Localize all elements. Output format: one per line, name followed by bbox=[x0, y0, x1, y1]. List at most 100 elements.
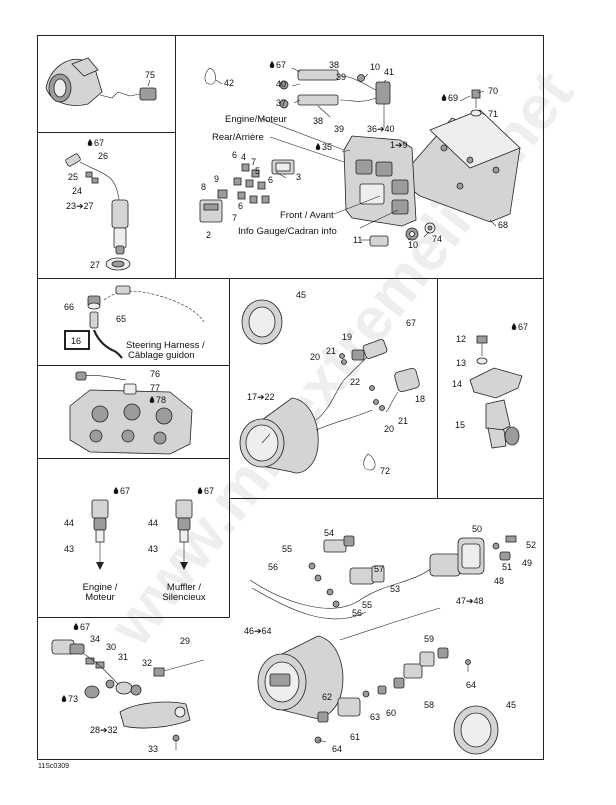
callout-c41: 41 bbox=[384, 67, 394, 77]
callout-c40a: 40 bbox=[276, 79, 286, 89]
callout-number: 64 bbox=[466, 680, 476, 690]
callout-c67b: 67 bbox=[87, 138, 104, 148]
label-rear-arriere: Rear/Arrière bbox=[212, 132, 264, 143]
oil-drop-icon bbox=[197, 487, 203, 494]
callout-c1_9: 1➔9 bbox=[390, 140, 408, 150]
figure-code: 11Sc0309 bbox=[38, 763, 69, 770]
callout-c17_22: 17➔22 bbox=[247, 392, 275, 402]
callout-number: 67 bbox=[80, 622, 90, 632]
callout-number: 29 bbox=[180, 636, 190, 646]
callout-c50: 50 bbox=[472, 524, 482, 534]
callout-c61: 61 bbox=[350, 732, 360, 742]
callout-number: 20 bbox=[310, 352, 320, 362]
fuses-and-relays-2-9-illustration bbox=[199, 159, 295, 223]
panel2-leaders bbox=[259, 67, 497, 241]
label-info-gauge: Info Gauge/Cadran info bbox=[238, 226, 337, 237]
callout-number: 44 bbox=[148, 518, 158, 528]
callout-c13: 13 bbox=[456, 358, 466, 368]
callout-c44a: 44 bbox=[64, 518, 74, 528]
callout-c77: 77 bbox=[150, 383, 160, 393]
callout-number: 21 bbox=[326, 346, 336, 356]
label-engine-1: Engine / bbox=[83, 582, 118, 593]
gauge-46-64-illustration bbox=[249, 559, 441, 719]
callout-c67c: 67 bbox=[406, 318, 416, 328]
callout-number: 64 bbox=[332, 744, 342, 754]
callout-number: 31 bbox=[118, 652, 128, 662]
oil-drop-icon bbox=[269, 61, 275, 68]
callout-c23_27: 23➔27 bbox=[66, 201, 94, 211]
callout-number: 10 bbox=[370, 62, 380, 72]
bezel-45-bottom-illustration bbox=[453, 705, 499, 755]
callout-c53: 53 bbox=[390, 584, 400, 594]
gauge-17-22-illustration bbox=[239, 355, 373, 474]
callout-number: 71 bbox=[488, 109, 498, 119]
callout-number: 45 bbox=[296, 290, 306, 300]
callout-c21b: 21 bbox=[398, 416, 408, 426]
connectors-58-63-illustration bbox=[314, 647, 471, 744]
callout-number: 8 bbox=[201, 182, 206, 192]
callout-c26: 26 bbox=[98, 151, 108, 161]
callout-c43b: 43 bbox=[148, 544, 158, 554]
callout-c3: 3 bbox=[296, 172, 301, 182]
callout-c10b: 10 bbox=[408, 240, 418, 250]
callout-number: 60 bbox=[386, 708, 396, 718]
callout-number: 47➔48 bbox=[456, 596, 484, 606]
callout-number: 34 bbox=[90, 634, 100, 644]
callout-number: 67 bbox=[204, 486, 214, 496]
callout-number: 50 bbox=[472, 524, 482, 534]
callout-c8: 8 bbox=[201, 182, 206, 192]
callout-c38b: 38 bbox=[313, 116, 323, 126]
callout-c10a: 10 bbox=[370, 62, 380, 72]
callout-c30: 30 bbox=[106, 642, 116, 652]
callout-number: 17➔22 bbox=[247, 392, 275, 402]
callout-number: 6 bbox=[268, 175, 273, 185]
callout-number: 78 bbox=[156, 395, 166, 405]
callout-c67e: 67 bbox=[113, 486, 130, 496]
mounting-plate-68-illustration bbox=[397, 109, 521, 223]
callout-c6c: 6 bbox=[238, 201, 243, 211]
callout-c45b: 45 bbox=[506, 700, 516, 710]
callout-number: 13 bbox=[456, 358, 466, 368]
callout-c29: 29 bbox=[180, 636, 190, 646]
callout-c48: 48 bbox=[494, 576, 504, 586]
callout-c55a: 55 bbox=[282, 544, 292, 554]
callout-c47_48: 47➔48 bbox=[456, 596, 484, 606]
callout-c76: 76 bbox=[150, 369, 160, 379]
callout-number: 6 bbox=[238, 201, 243, 211]
connector-19-18-illustration bbox=[339, 339, 420, 471]
callout-number: 65 bbox=[116, 314, 126, 324]
callout-c45a: 45 bbox=[296, 290, 306, 300]
callout-c33: 33 bbox=[148, 744, 158, 754]
callout-c28_32: 28➔32 bbox=[90, 725, 118, 735]
callout-c67f: 67 bbox=[197, 486, 214, 496]
callout-number: 62 bbox=[322, 692, 332, 702]
callout-number: 40 bbox=[276, 79, 286, 89]
callout-number: 59 bbox=[424, 634, 434, 644]
callout-number: 43 bbox=[148, 544, 158, 554]
callout-c43a: 43 bbox=[64, 544, 74, 554]
callout-c4: 4 bbox=[241, 152, 246, 162]
oil-drop-icon bbox=[113, 487, 119, 494]
callout-number: 35 bbox=[322, 142, 332, 152]
callout-number: 36➔40 bbox=[367, 124, 395, 134]
callout-c44b: 44 bbox=[148, 518, 158, 528]
callout-number: 45 bbox=[506, 700, 516, 710]
callout-number: 30 bbox=[106, 642, 116, 652]
callout-number: 7 bbox=[232, 213, 237, 223]
callout-number: 55 bbox=[362, 600, 372, 610]
ecu-box-1-9-illustration bbox=[343, 135, 417, 227]
callout-c59: 59 bbox=[424, 634, 434, 644]
callout-c2: 2 bbox=[206, 230, 211, 240]
callout-c66: 66 bbox=[64, 302, 74, 312]
callout-number: 67 bbox=[406, 318, 416, 328]
callout-number: 19 bbox=[342, 332, 352, 342]
connector-strips-illustration bbox=[279, 69, 391, 109]
callout-number: 39 bbox=[334, 124, 344, 134]
callout-number: 4 bbox=[241, 152, 246, 162]
oil-drop-icon bbox=[61, 695, 67, 702]
callout-number: 33 bbox=[148, 744, 158, 754]
callout-number: 58 bbox=[424, 700, 434, 710]
callout-c15: 15 bbox=[455, 420, 465, 430]
callout-c36_40: 36➔40 bbox=[367, 124, 395, 134]
